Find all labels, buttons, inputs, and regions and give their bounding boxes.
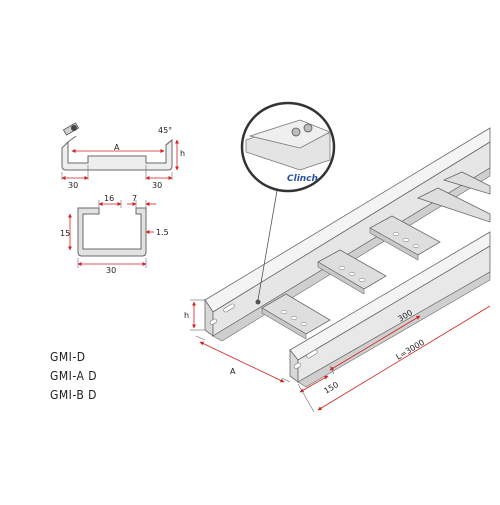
ladder-dim-h-label: h: [184, 311, 189, 320]
dim-angle-label: 45°: [158, 126, 172, 135]
ladder-dim-length-label: L=3000: [394, 338, 426, 362]
model-gmi-b-d: GMI-B D: [50, 388, 97, 402]
dim-thickness-label: 1.5: [156, 228, 169, 237]
model-gmi-d: GMI-D: [50, 350, 86, 364]
cable-ladder: [190, 127, 491, 413]
ladder-dim-150-label: 150: [322, 380, 340, 396]
bolt-icon: [62, 122, 80, 136]
dim-left-30-label: 30: [68, 181, 78, 190]
dim-a-label: A: [114, 143, 120, 152]
clinch-callout: [240, 101, 336, 305]
dim-16-label: 16: [104, 194, 114, 203]
rivet-icon: [291, 127, 301, 137]
dim-15-label: 15: [60, 229, 70, 238]
model-gmi-a-d: GMI-A D: [50, 369, 98, 383]
ladder-dim-a-label: A: [230, 367, 236, 376]
dim-right-30-label: 30: [152, 181, 162, 190]
clinch-label: Clinch: [287, 174, 318, 184]
rungs: [261, 171, 491, 340]
tray-end-view: [61, 122, 179, 180]
dim-h-label: h: [180, 149, 185, 158]
rivet-icon: [303, 123, 313, 133]
rung-section-view: [68, 200, 156, 268]
dim-30-label: 30: [106, 266, 116, 275]
dim-7-label: 7: [132, 194, 137, 203]
